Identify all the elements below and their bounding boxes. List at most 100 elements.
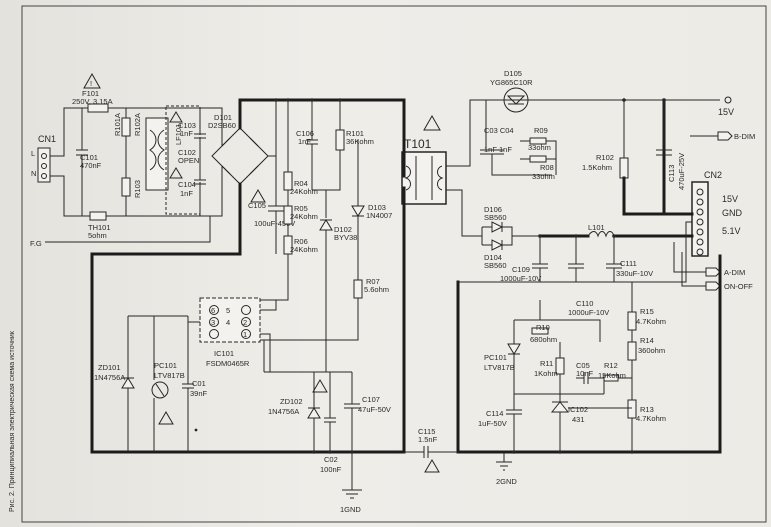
c106-label: C106 [296, 129, 314, 138]
figure-caption: Рис. 2. Принципиальная электрическая схе… [9, 330, 16, 512]
warning-icon [250, 189, 266, 203]
d104-label: D104 [484, 253, 502, 262]
r10-value: 680ohm [530, 335, 557, 344]
warning-icon [169, 111, 183, 123]
c107-value: 47uF-50V [358, 405, 391, 414]
r101a-label: R101A [113, 113, 122, 136]
pc101b-label: PC101 [484, 353, 507, 362]
th101-value: 5ohm [88, 231, 107, 240]
pc101a-value: LTV817B [154, 371, 185, 380]
svg-text:4: 4 [226, 318, 230, 327]
svg-text:6: 6 [211, 306, 215, 315]
bdim-label: B-DIM [734, 132, 755, 141]
c105-label: C105 [248, 201, 266, 210]
cn1-pin-l: L [31, 149, 35, 158]
ic102-label: IC102 [568, 405, 588, 414]
warning-icon [423, 114, 441, 131]
r102-label: R102 [596, 153, 614, 162]
c102-value: OPEN [178, 156, 199, 165]
connector-cn2 [691, 181, 709, 257]
r07-label: R07 [366, 277, 380, 286]
r101-label: R101 [346, 129, 364, 138]
c114-label: C114 [486, 409, 503, 418]
r13-value: 4.7Kohm [636, 414, 666, 423]
d105-label: D105 [504, 69, 522, 78]
bridge-d101 [211, 127, 269, 185]
c115-label: C115 [418, 427, 435, 436]
warning-icon [312, 379, 328, 393]
zd101-label: ZD101 [98, 363, 121, 372]
d104-value: SB560 [484, 261, 507, 270]
cn1-pin-n: N [31, 169, 36, 178]
c113-value: 470uF-25V [677, 153, 686, 190]
c107-label: C107 [362, 395, 380, 404]
c110-label: C110 [576, 299, 593, 308]
svg-text:!: ! [90, 79, 92, 88]
svg-text:3: 3 [211, 318, 215, 327]
pc101b-value: LTV817B [484, 363, 515, 372]
connector-cn1 [37, 147, 51, 183]
diode-d105 [503, 87, 529, 113]
c103-label: C103 [178, 121, 196, 130]
r04-value: 24Kohm [290, 187, 318, 196]
c113-label: C113 [667, 165, 676, 182]
c03c04-label: C03 C04 [484, 126, 514, 135]
c01-value: 39nF [190, 389, 208, 398]
d106-label: D106 [484, 205, 502, 214]
cn2-label: CN2 [704, 170, 722, 180]
c109-value: 1000uF-10V [500, 274, 541, 283]
r04-label: R04 [294, 179, 308, 188]
r14-value: 360ohm [638, 346, 665, 355]
out15v-terminal [724, 96, 732, 104]
c101-value: 470nF [80, 161, 102, 170]
c103-value: 1nF [180, 129, 193, 138]
c01-label: C01 [192, 379, 206, 388]
r11-label: R11 [540, 359, 553, 368]
c111-label: C111 [620, 259, 637, 268]
r15-label: R15 [640, 307, 654, 316]
out15v-label: 15V [718, 107, 734, 117]
d106-value: SB560 [484, 213, 507, 222]
r11-value: 1Kohm [534, 369, 558, 378]
pc101a-label: PC101 [154, 361, 177, 370]
r05-value: 24Kohm [290, 212, 318, 221]
ic101-value: FSDM0465R [206, 359, 250, 368]
transformer-t101 [401, 151, 447, 205]
c101-label: C101 [80, 153, 98, 162]
d105-value: YG865C10R [490, 78, 533, 87]
c102-label: C102 [178, 148, 196, 157]
r06-label: R06 [294, 237, 308, 246]
r14-label: R14 [640, 336, 654, 345]
page-frame [21, 5, 767, 523]
onoff-label: ON-OFF [724, 282, 753, 291]
r08-value: 33ohm [532, 172, 555, 181]
c115-value: 1.5nF [418, 435, 438, 444]
f101-label: F101 [82, 89, 99, 98]
r07-value: 5.6ohm [364, 285, 389, 294]
r09-label: R09 [534, 126, 548, 135]
d103-label: D103 [368, 203, 386, 212]
warning-icon [424, 459, 440, 473]
r102a-label: R102A [133, 113, 142, 136]
c106-value: 1nF [298, 137, 311, 146]
c104-value: 1nF [180, 189, 193, 198]
lf101-label: LF101 [174, 124, 183, 145]
r103-label: R103 [133, 180, 142, 198]
ic101-pins: 6 5 3 4 2 1 [209, 305, 251, 339]
c05-value: 10nF [576, 369, 594, 378]
c104-label: C104 [178, 180, 196, 189]
zd102-label: ZD102 [280, 397, 303, 406]
r13-label: R13 [640, 405, 654, 414]
ic102-value: 431 [572, 415, 585, 424]
r06-value: 24Kohm [290, 245, 318, 254]
adim-label: A-DIM [724, 268, 745, 277]
c109-label: C109 [512, 265, 530, 274]
warning-icon: ! [83, 72, 101, 89]
f101-value: 250V, 3.15A [72, 97, 113, 106]
r05-label: R05 [294, 204, 308, 213]
r09-value: 33ohm [528, 143, 551, 152]
warning-icon [169, 167, 183, 179]
fg-label: F.G [30, 239, 42, 248]
